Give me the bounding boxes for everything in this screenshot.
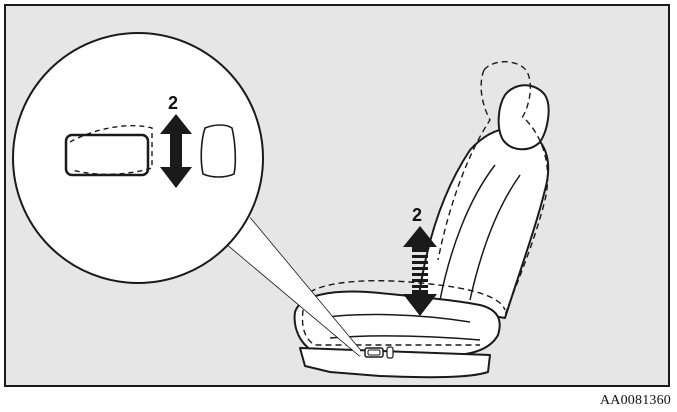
inset-label: 2	[168, 93, 178, 114]
seat-switch	[365, 347, 393, 358]
inset-side-button	[201, 125, 235, 177]
figure-code: AA0081360	[600, 393, 671, 409]
seat-label: 2	[412, 205, 422, 226]
